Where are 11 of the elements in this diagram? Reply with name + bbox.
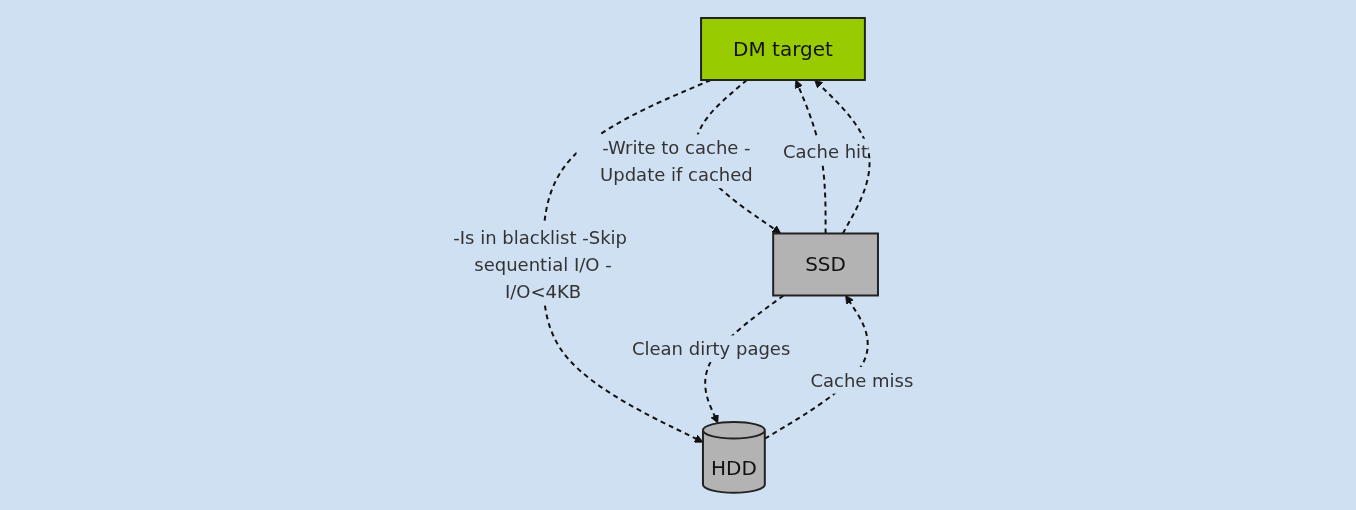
edge-label: Cache miss	[810, 369, 914, 391]
node-box: SSD	[771, 232, 879, 297]
arrow	[794, 79, 827, 235]
arrow	[814, 79, 871, 235]
edge-label: -Write to cache -Update if cached	[599, 136, 753, 185]
edge-label: -Is in blacklist -Skip sequential I/O -I/O<4KB	[453, 226, 627, 302]
arrow	[763, 294, 869, 440]
edge-label: Clean dirty pages	[631, 337, 791, 359]
node-box: DM target	[699, 16, 866, 81]
edge-label: Cache hit	[782, 141, 868, 163]
arrow	[704, 294, 785, 424]
